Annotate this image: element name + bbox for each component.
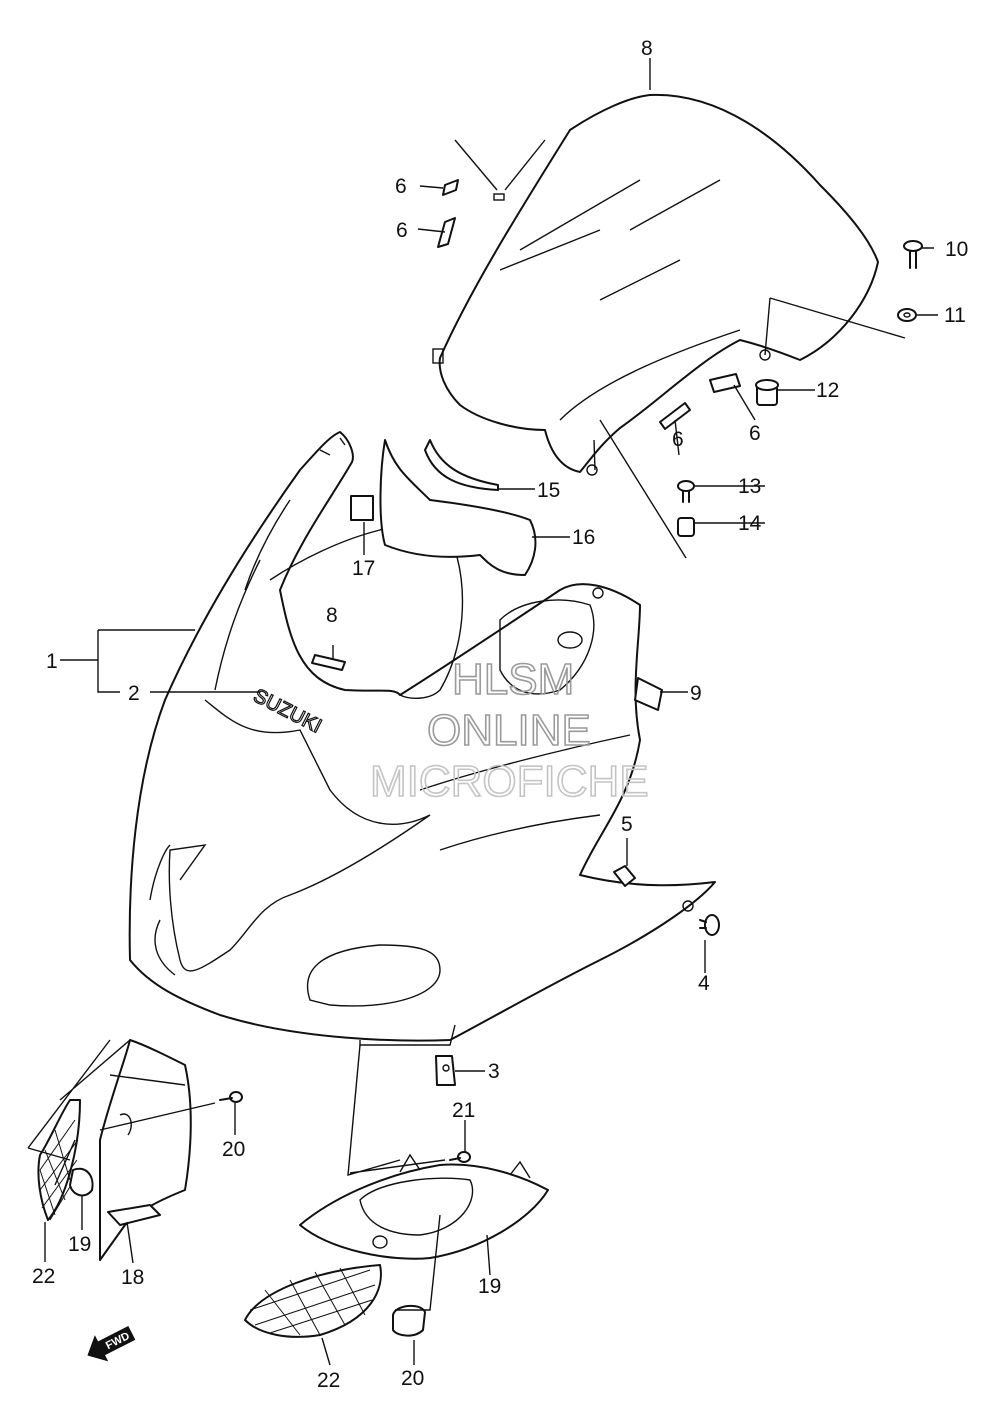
grommet-19a-icon (69, 1167, 94, 1197)
callout-15: 16 (572, 526, 595, 549)
assembly-lines (27, 139, 906, 1311)
callout-14: 15 (537, 479, 560, 502)
tape-8b-icon (634, 677, 663, 711)
callout-19a: 19 (68, 1233, 91, 1256)
callout-17: 18 (121, 1266, 144, 1289)
screw-9-icon (903, 240, 923, 252)
screw-20b-icon (457, 1151, 471, 1163)
fwd-label: FWD (104, 1330, 132, 1352)
hardware-parts (69, 179, 923, 1337)
callout-19b: 20 (401, 1367, 424, 1390)
callout-20a: 20 (222, 1138, 245, 1161)
callout-9: 10 (945, 238, 968, 261)
grommet-19b-icon (392, 1304, 426, 1337)
callout-20b: 21 (452, 1099, 475, 1122)
tape-8a-icon (311, 654, 346, 671)
screw-20a-icon (229, 1091, 243, 1103)
inner-cover-parts (319, 437, 537, 576)
tape-6a-icon (442, 179, 459, 196)
mesh-nets (37, 1099, 382, 1338)
watermark-line1: HLSM (452, 655, 574, 704)
callout-8a: 8 (326, 604, 338, 627)
callout-4: 4 (698, 972, 710, 995)
washer-10-icon (897, 308, 917, 322)
tape-6c-icon (709, 373, 741, 393)
forward-arrow: FWD (87, 1325, 136, 1362)
watermark: HLSM ONLINE MICROFICHE (369, 654, 649, 807)
callout-5: 5 (621, 813, 633, 836)
callout-18: 19 (478, 1275, 501, 1298)
nut-13-icon (677, 517, 695, 537)
lower-cowl (299, 1153, 549, 1260)
callout-8b: 9 (690, 682, 702, 705)
callout-1: 1 (46, 650, 58, 673)
callout-12: 13 (738, 475, 761, 498)
callout-6d: 6 (672, 428, 684, 451)
callout-10: 11 (944, 304, 966, 327)
callout-13: 14 (738, 512, 762, 535)
leader-lines (44, 58, 938, 1366)
callout-7: 8 (641, 37, 653, 60)
clip-5-icon (613, 865, 636, 887)
callout-2: 2 (128, 682, 140, 705)
callout-22: 22 (317, 1369, 340, 1392)
screw-4-icon (704, 914, 720, 936)
watermark-line2: ONLINE (427, 706, 591, 755)
callout-labels: 8 6 6 10 11 12 6 6 15 13 14 16 17 8 1 2 … (32, 37, 968, 1392)
callout-3: 3 (488, 1060, 500, 1083)
callout-6b: 6 (396, 219, 408, 242)
callout-16: 17 (352, 557, 375, 580)
tape-6b-icon (437, 217, 456, 248)
screw-12-icon (677, 480, 695, 492)
callout-21: 22 (32, 1265, 55, 1288)
callout-6a: 6 (395, 175, 407, 198)
windscreen (432, 93, 879, 476)
callout-11: 12 (816, 379, 839, 402)
lower-inner-panel (99, 1039, 192, 1261)
arrow-left-icon (87, 1325, 136, 1362)
callout-6c: 6 (749, 422, 761, 445)
tape-6d-icon (659, 402, 691, 430)
upper-fairing: SUZUKI (128, 431, 716, 1046)
watermark-line3: MICROFICHE (370, 757, 649, 806)
